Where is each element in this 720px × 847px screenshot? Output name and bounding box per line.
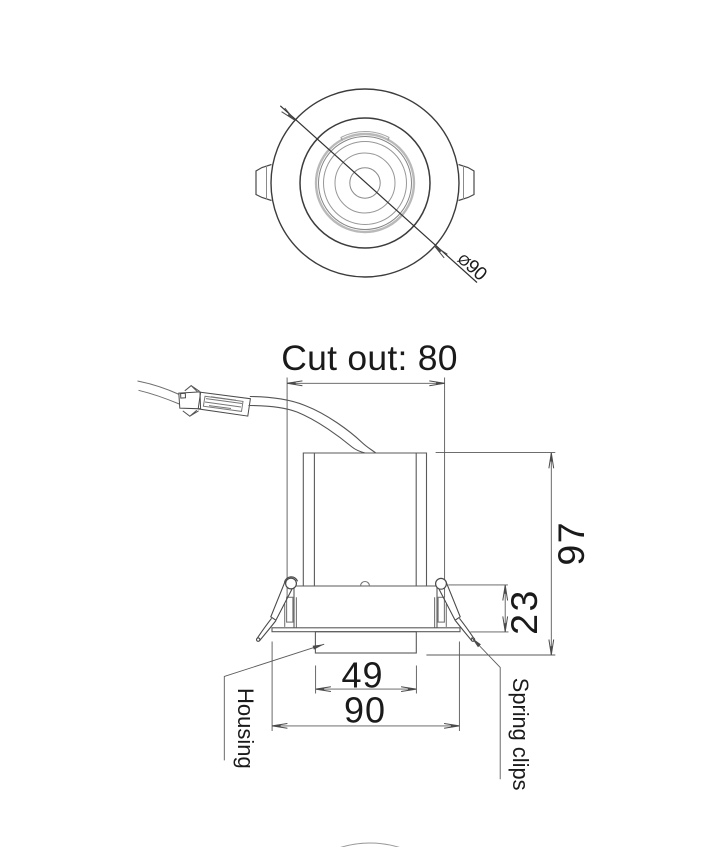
svg-text:49: 49 [341, 654, 383, 695]
svg-text:Ø90: Ø90 [453, 248, 490, 285]
svg-text:23: 23 [503, 588, 545, 635]
svg-text:97: 97 [550, 521, 592, 566]
svg-text:Housing: Housing [233, 688, 258, 769]
svg-text:Spring clips: Spring clips [508, 678, 533, 791]
svg-text:Cut out: 80: Cut out: 80 [281, 338, 457, 378]
svg-text:90: 90 [344, 690, 386, 731]
